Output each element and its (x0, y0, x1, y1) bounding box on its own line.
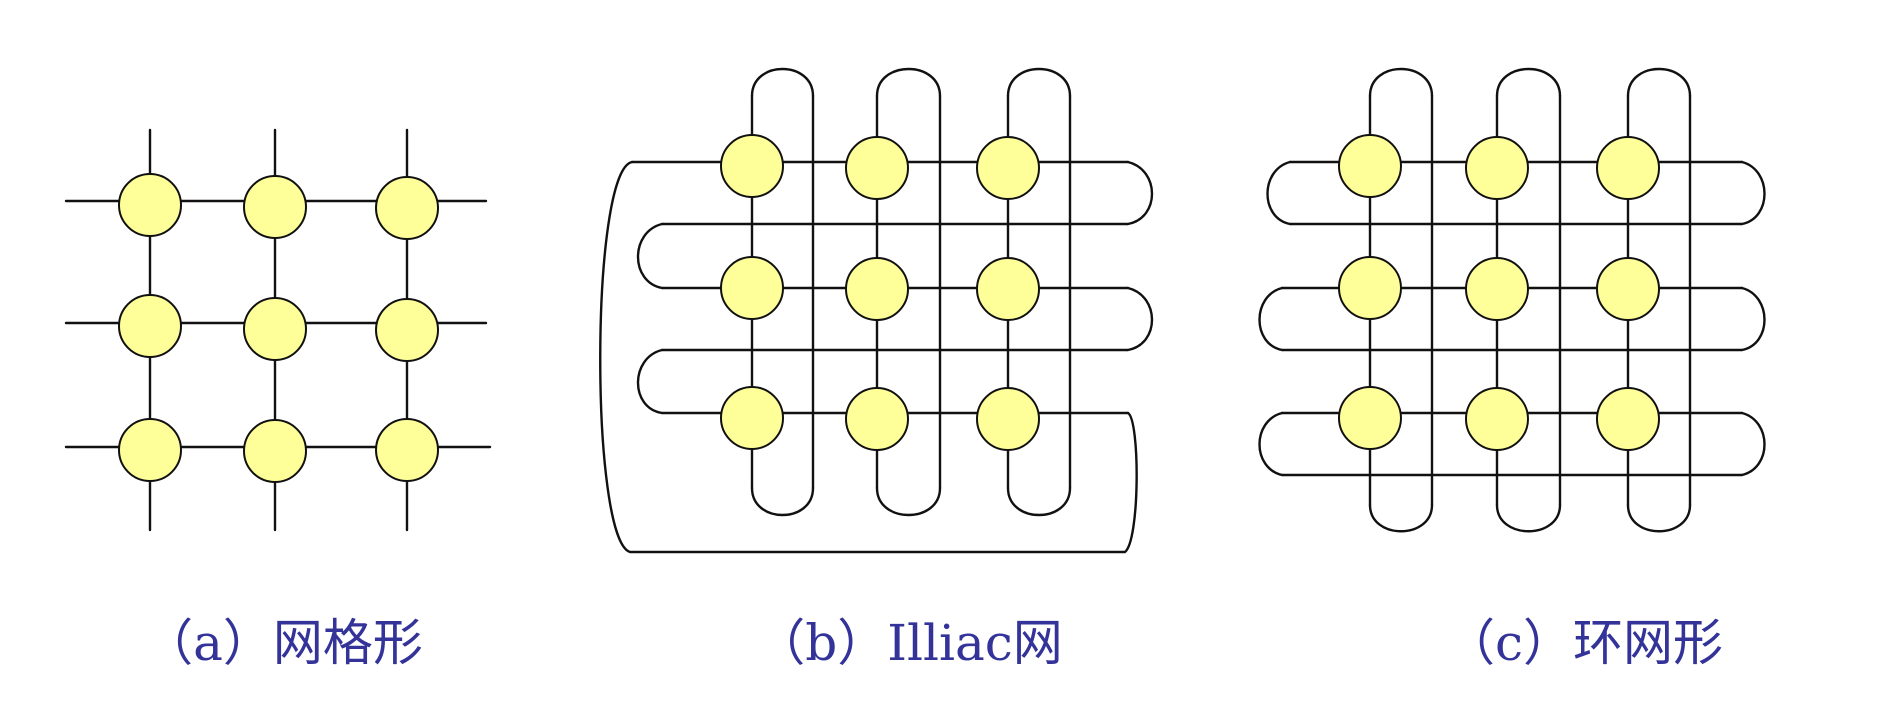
torus-row-3-left-loop (1258, 411, 1284, 477)
mesh-node (375, 298, 439, 362)
illiac-left-loop-1 (636, 222, 664, 290)
torus-col-1-bottom-loop (1368, 503, 1434, 533)
mesh-node (118, 418, 182, 482)
illiac-node (720, 256, 784, 320)
illiac-node (845, 387, 909, 451)
illiac-diagram: （b）Illiac网 (599, 67, 1154, 672)
mesh-node (243, 175, 307, 239)
illiac-node (976, 257, 1040, 321)
torus-diagram: （c）环网形 (1258, 67, 1766, 672)
torus-row-1-left-loop (1266, 160, 1292, 226)
illiac-node (720, 134, 784, 198)
illiac-col-2-bottom-loop (875, 486, 942, 517)
illiac-col-3-top-loop (1006, 67, 1072, 98)
torus-node (1465, 387, 1529, 451)
illiac-nodes (720, 134, 1040, 451)
mesh-node (375, 418, 439, 482)
illiac-caption: （b）Illiac网 (755, 614, 1063, 672)
illiac-col-3-bottom-loop (1006, 486, 1072, 517)
torus-node (1596, 136, 1660, 200)
torus-col-3-bottom-loop (1626, 503, 1692, 533)
torus-node (1338, 386, 1402, 450)
torus-node (1338, 256, 1402, 320)
mesh-caption: （a）网格形 (143, 614, 423, 672)
torus-nodes (1338, 134, 1660, 451)
illiac-node (976, 136, 1040, 200)
illiac-col-2-top-loop (875, 67, 942, 98)
torus-caption: （c）环网形 (1445, 614, 1723, 672)
torus-row-3-right-loop (1740, 411, 1766, 477)
mesh-node (375, 176, 439, 240)
mesh-nodes (118, 173, 439, 483)
mesh-node (243, 297, 307, 361)
mesh-diagram: （a）网格形 (64, 128, 492, 672)
illiac-node (845, 257, 909, 321)
illiac-col-1-top-loop (750, 67, 815, 98)
torus-row-2-left-loop (1258, 286, 1284, 352)
illiac-node (845, 136, 909, 200)
torus-col-1-top-loop (1368, 67, 1434, 98)
mesh-node (243, 419, 307, 483)
illiac-right-loop-2 (1126, 286, 1154, 352)
torus-row-2-right-loop (1740, 286, 1766, 352)
torus-node (1596, 257, 1660, 321)
torus-col-3-top-loop (1626, 67, 1692, 98)
mesh-node (118, 294, 182, 358)
torus-row-1-right-loop (1740, 160, 1766, 226)
illiac-node (720, 386, 784, 450)
torus-node (1338, 134, 1402, 198)
illiac-node (976, 387, 1040, 451)
illiac-right-loop-1 (1126, 160, 1154, 226)
torus-col-2-top-loop (1495, 67, 1562, 98)
illiac-outer-loop (599, 160, 1138, 554)
torus-node (1465, 136, 1529, 200)
illiac-left-loop-2 (636, 348, 664, 415)
torus-col-2-bottom-loop (1495, 503, 1562, 533)
torus-node (1465, 257, 1529, 321)
mesh-node (118, 173, 182, 237)
torus-node (1596, 387, 1660, 451)
illiac-col-1-bottom-loop (750, 486, 815, 517)
